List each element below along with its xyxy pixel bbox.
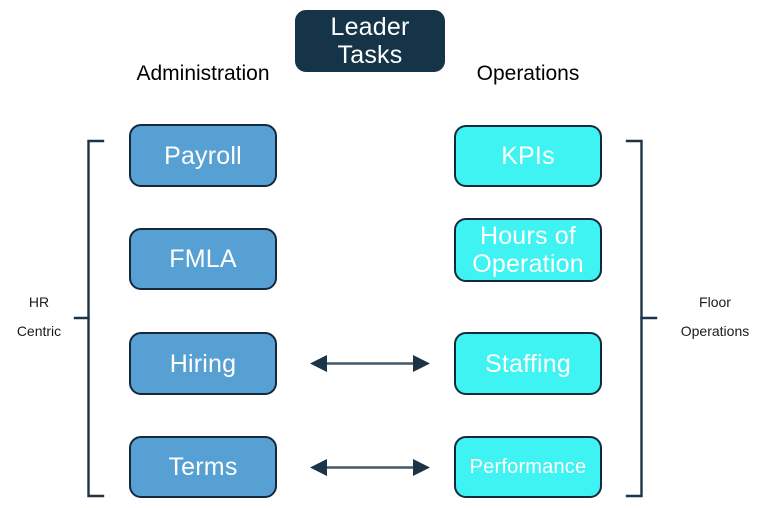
group-label-hr-centric: HR Centric: [16, 294, 62, 339]
node-admin-payroll[interactable]: Payroll: [129, 124, 277, 187]
node-ops-performance[interactable]: Performance: [454, 436, 602, 498]
node-admin-terms[interactable]: Terms: [129, 436, 277, 498]
arrow-terms-performance: [310, 459, 430, 476]
node-ops-kpis[interactable]: KPIs: [454, 125, 602, 187]
node-ops-hours-of-operation[interactable]: Hours of Operation: [454, 218, 602, 282]
arrow-hiring-staffing: [310, 355, 430, 372]
column-header-administration: Administration: [136, 62, 270, 85]
node-admin-fmla[interactable]: FMLA: [129, 228, 277, 290]
group-label-floor-operations: Floor Operations: [680, 294, 750, 339]
left-bracket-icon: [73, 139, 105, 498]
right-bracket-icon: [625, 139, 658, 498]
node-leader-tasks[interactable]: Leader Tasks: [295, 10, 445, 72]
node-admin-hiring[interactable]: Hiring: [129, 332, 277, 395]
node-ops-staffing[interactable]: Staffing: [454, 332, 602, 395]
column-header-operations: Operations: [476, 62, 580, 85]
